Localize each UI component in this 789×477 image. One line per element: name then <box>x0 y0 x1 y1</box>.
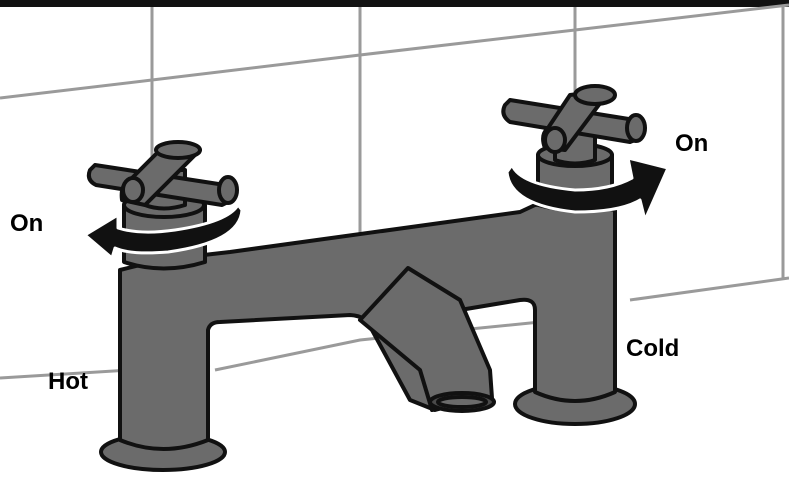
hot-label: Hot <box>48 370 88 394</box>
top-border <box>0 0 789 7</box>
hot-on-label: On <box>10 212 43 236</box>
cold-label: Cold <box>626 337 679 361</box>
cold-on-label: On <box>675 132 708 156</box>
